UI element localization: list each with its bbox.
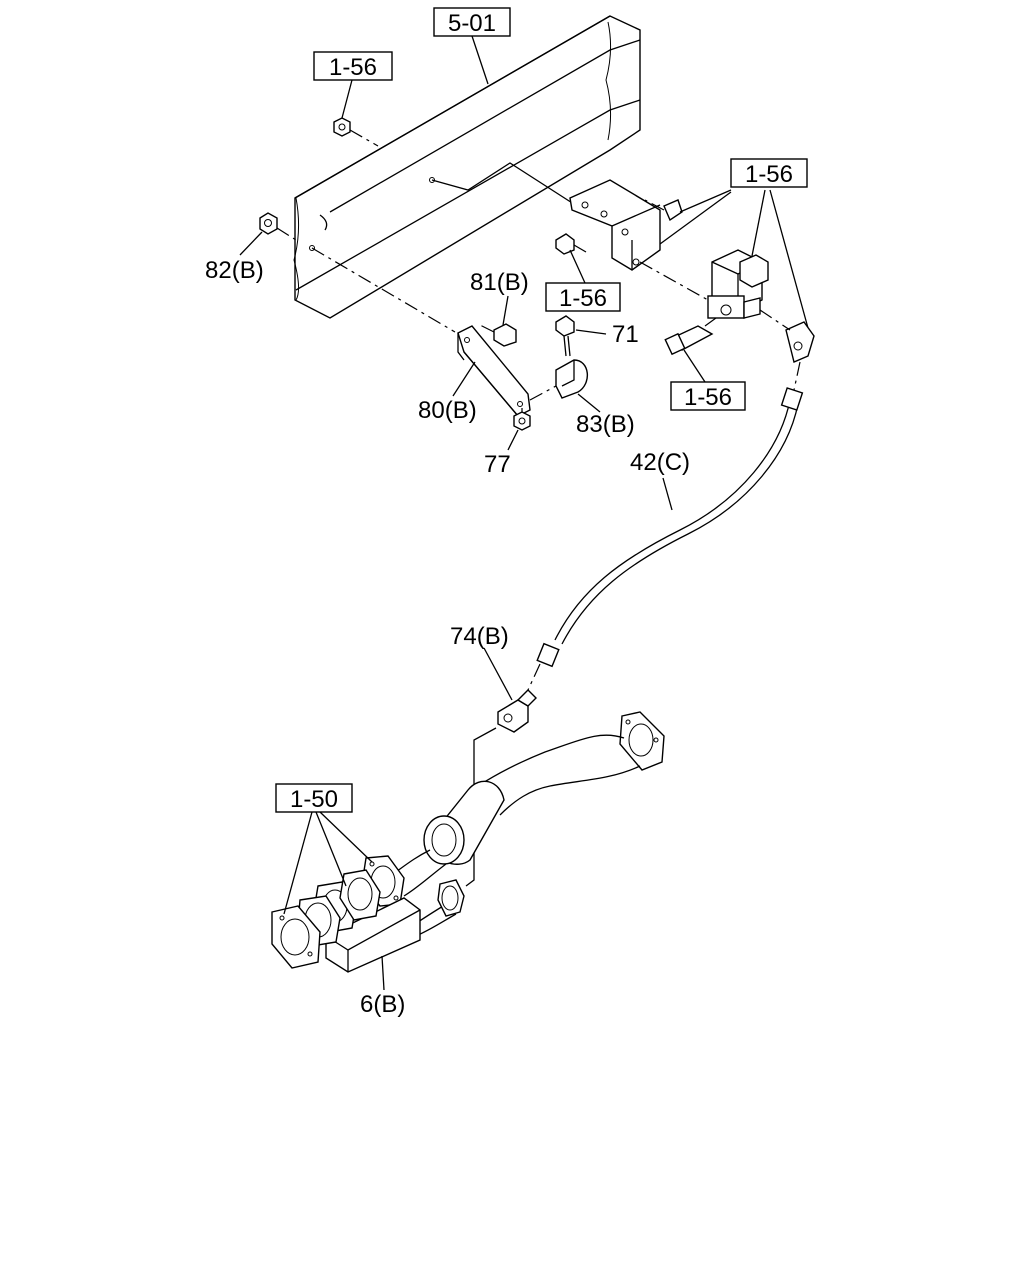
valve-nipple <box>664 325 714 356</box>
clip-83 <box>555 359 588 399</box>
ref-frame-label: 5-01 <box>448 10 496 37</box>
ref-box-nipple[interactable]: 1-56 <box>670 381 746 411</box>
label-74: 74(B) <box>450 623 509 650</box>
label-71: 71 <box>612 321 639 348</box>
ref-nipple-label: 1-56 <box>684 384 732 411</box>
nut-77 <box>513 411 531 431</box>
exhaust-pipe <box>361 711 665 937</box>
bracket-80 <box>457 325 531 417</box>
bracket-bolt-lower <box>555 233 587 255</box>
ref-box-valve[interactable]: 1-56 <box>730 158 808 188</box>
frame-nut <box>333 117 351 137</box>
label-77: 77 <box>484 451 511 478</box>
ref-pipe-label: 1-50 <box>290 786 338 813</box>
frame-rail <box>293 15 641 319</box>
ref-valve-label: 1-56 <box>745 161 793 188</box>
label-82: 82(B) <box>205 257 264 284</box>
ref-box-frame[interactable]: 5-01 <box>433 7 511 37</box>
label-6: 6(B) <box>360 991 405 1018</box>
hose-42 <box>536 387 804 668</box>
label-81: 81(B) <box>470 269 529 296</box>
ref-box-nut[interactable]: 1-56 <box>313 51 393 81</box>
nut-82 <box>259 212 278 235</box>
front-flange <box>271 905 321 969</box>
bracket-bolt-upper <box>644 199 683 222</box>
ref-box-bolt[interactable]: 1-56 <box>545 282 621 312</box>
valve-bracket <box>569 179 661 271</box>
label-83: 83(B) <box>576 411 635 438</box>
label-42: 42(C) <box>630 449 690 476</box>
ref-bolt-label: 1-56 <box>559 285 607 312</box>
bolt-81 <box>477 323 517 347</box>
ref-box-pipe[interactable]: 1-50 <box>275 783 353 813</box>
solenoid-valve <box>707 249 769 319</box>
bolt-71 <box>555 315 575 357</box>
ref-nut-label: 1-56 <box>329 54 377 81</box>
valve-elbow <box>785 321 815 363</box>
label-80: 80(B) <box>418 397 477 424</box>
elbow-74 <box>497 689 537 733</box>
